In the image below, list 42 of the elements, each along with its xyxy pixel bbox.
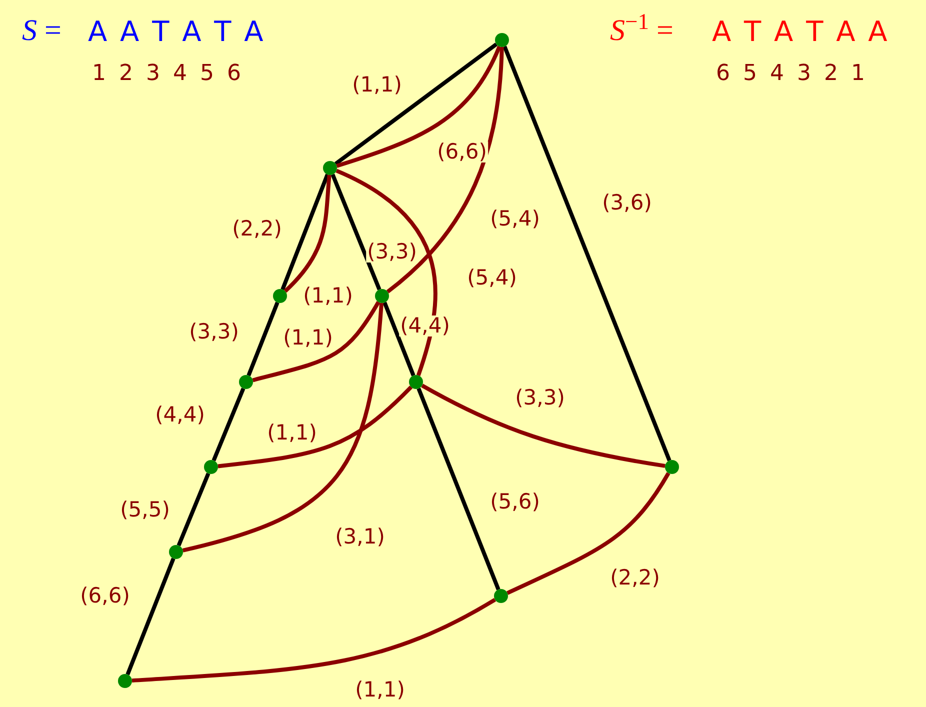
edge-label: (5,6): [489, 492, 541, 512]
edge-label: (6,6): [79, 586, 131, 606]
edge-label: (1,1): [354, 680, 406, 700]
suffix-link-curve: [506, 472, 670, 595]
sequence-text: A A T A T A: [88, 14, 264, 49]
tree-edge: [330, 174, 382, 290]
suffix-link-curve: [386, 46, 504, 294]
edge-label: (4,4): [154, 404, 206, 426]
tree-edge: [416, 388, 500, 590]
edge-label: (3,1): [334, 526, 386, 548]
tree-edge: [126, 558, 176, 676]
edge-label: (2,2): [231, 218, 283, 240]
edge-label: (3,3): [514, 388, 566, 408]
edge-label: (6,6): [436, 142, 488, 162]
edge-label: (5,4): [466, 268, 518, 288]
tree-edge: [246, 302, 280, 376]
suffix-link-curve: [132, 598, 496, 683]
edge-label: (1,1): [351, 74, 403, 96]
edge-label: (4,4): [399, 316, 451, 336]
edge-label: (5,5): [119, 500, 171, 520]
edge-label: (1,1): [266, 422, 318, 444]
suffix-link-curve: [421, 384, 666, 468]
position-numbers: 1 2 3 4 5 6: [92, 60, 241, 88]
suffix-link-curve: [218, 386, 413, 468]
edge-label: (3,6): [601, 192, 653, 214]
position-numbers: 6 5 4 3 2 1: [716, 60, 865, 88]
edge-label: (1,1): [302, 286, 354, 306]
string-name: S =: [22, 13, 62, 49]
edge-label: (5,4): [489, 208, 541, 230]
sequence-text: A T A T A A: [712, 14, 888, 49]
tree-edge: [176, 472, 210, 546]
suffix-link-curve: [182, 302, 384, 552]
edge-label: (2,2): [609, 568, 661, 588]
tree-edge: [382, 302, 416, 376]
string-name: S$^{−1}$ =: [610, 12, 674, 49]
edge-label: (3,3): [188, 322, 240, 342]
edge-label: (1,1): [282, 328, 334, 348]
edge-label: (3,3): [366, 242, 418, 262]
tree-edge: [212, 388, 246, 462]
suffix-link-curve: [252, 301, 380, 382]
suffix-link-curve: [336, 168, 438, 376]
tree-edge: [502, 46, 672, 462]
